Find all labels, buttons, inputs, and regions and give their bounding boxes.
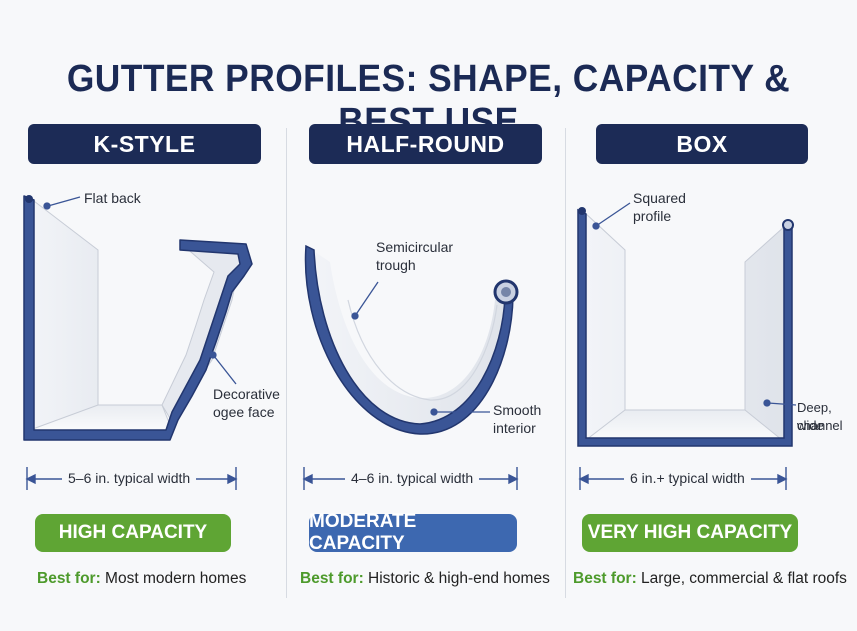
- half-round-header: HALF-ROUND: [309, 124, 542, 164]
- best-for-text: Most modern homes: [105, 570, 247, 587]
- box-capacity-badge: VERY HIGH CAPACITY: [582, 514, 798, 552]
- callout-leaders: [43, 196, 797, 416]
- box-callout-profile: profile: [633, 208, 672, 224]
- box-callout-deep-wide: Deep, wide: [797, 400, 832, 433]
- k-style-header: K-STYLE: [28, 124, 261, 164]
- k-style-best-for: Best for: Most modern homes: [37, 570, 246, 588]
- k-style-callout-flat-back: Flat back: [84, 190, 141, 206]
- half-round-capacity-badge: MODERATE CAPACITY: [309, 511, 517, 554]
- half-round-best-for: Best for: Historic & high-end homes: [300, 570, 550, 588]
- column-divider: [286, 128, 287, 598]
- best-for-label: Best for:: [37, 570, 101, 587]
- half-round-callout-trough: trough: [376, 257, 416, 273]
- box-width-label: 6 in.+ typical width: [624, 470, 751, 486]
- box-header: BOX: [596, 124, 808, 164]
- half-round-callout-smooth: Smooth: [493, 402, 542, 418]
- k-style-callout-decorative: Decorative: [213, 386, 280, 402]
- k-style-profile: [23, 195, 253, 441]
- box-profile: [577, 207, 794, 447]
- page-title: GUTTER PROFILES: SHAPE, CAPACITY & BEST …: [66, 58, 791, 143]
- k-style-callout-ogee-face: ogee face: [213, 404, 275, 420]
- half-round-callout-semicircular: Semicircular: [376, 239, 454, 255]
- half-round-profile: [304, 244, 519, 435]
- best-for-text: Historic & high-end homes: [368, 570, 550, 587]
- k-style-capacity-badge: HIGH CAPACITY: [35, 514, 231, 552]
- box-best-for: Best for: Large, commercial & flat roofs: [573, 570, 847, 588]
- half-round-width-label: 4–6 in. typical width: [345, 470, 480, 486]
- box-callout-channel: channel: [797, 418, 843, 433]
- best-for-label: Best for:: [573, 570, 637, 587]
- half-round-callout-interior: interior: [493, 420, 536, 436]
- column-divider: [565, 128, 566, 598]
- box-callout-squared: Squared: [633, 190, 686, 206]
- best-for-label: Best for:: [300, 570, 364, 587]
- best-for-text: Large, commercial & flat roofs: [641, 570, 847, 587]
- k-style-width-label: 5–6 in. typical width: [62, 470, 197, 486]
